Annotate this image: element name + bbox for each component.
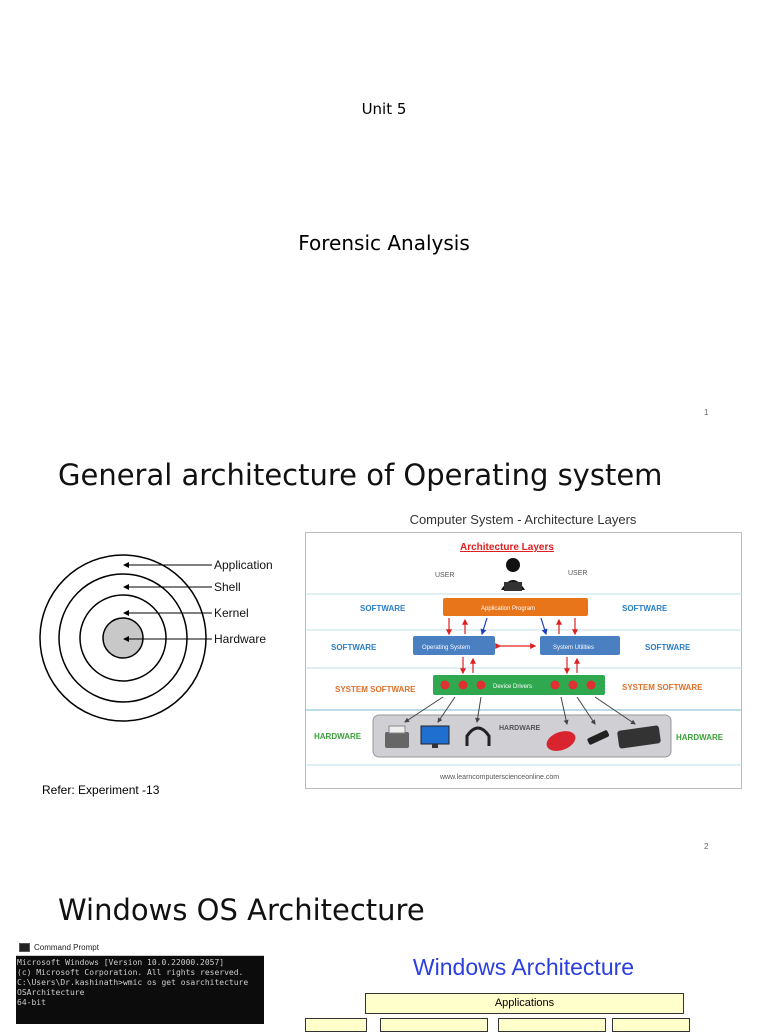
website-credit: www.learncomputerscienceonline.com [439,774,559,781]
cmd-line: C:\Users\Dr.kashinath>wmic os get osarch… [17,978,249,987]
hardware-core [102,617,144,659]
subsystem-box-2 [380,1018,488,1032]
application-program-box [443,598,588,616]
shell-ring [58,573,188,703]
subsystem-box-1 [305,1018,367,1032]
user-left: USER [435,572,454,579]
usb-drive-icon [587,730,610,745]
command-prompt-title: Command Prompt [34,943,99,952]
user-right: USER [568,570,587,577]
command-prompt-window: Command Prompt Microsoft Windows [Versio… [16,940,264,1024]
hardware-right: HARDWARE [676,733,724,742]
windows-architecture-title: Windows Architecture [412,954,635,980]
concentric-layers-diagram: Application Shell Kernel Hardware [39,554,273,722]
subsystem-box-4 [612,1018,690,1032]
cmd-line: OSArchitecture [17,988,85,997]
command-prompt-titlebar: Command Prompt [16,940,264,956]
operating-system-label: Operating System [422,645,470,651]
device-drivers-label: Device Drivers [493,684,532,690]
slide3-title: Windows OS Architecture [58,893,425,927]
mouse-icon [546,731,576,751]
software-right-1: SOFTWARE [622,604,668,613]
gear-icons [440,680,596,690]
arch-caption: Computer System - Architecture Layers [409,512,637,527]
page-number-1: 1 [704,408,709,417]
arch-heading: Architecture Layers [460,542,554,553]
page-number-2: 2 [704,842,709,851]
printer-icon [385,725,409,748]
subject-title: Forensic Analysis [298,231,470,255]
slide2-title: General architecture of Operating system [58,458,663,492]
software-left-1: SOFTWARE [360,604,406,613]
applications-box: Applications [365,993,684,1014]
operating-system-box [413,636,495,655]
label-shell: Shell [214,580,241,594]
keyboard-icon [617,725,661,749]
software-right-2: SOFTWARE [645,643,691,652]
system-software-right: SYSTEM SOFTWARE [622,683,703,692]
label-kernel: Kernel [214,606,249,620]
system-utilities-box [540,636,620,655]
unit-label: Unit 5 [361,100,407,118]
headphones-icon [465,726,491,746]
hardware-center: HARDWARE [499,725,541,732]
cmd-line: Microsoft Windows [Version 10.0.22000.20… [17,958,225,967]
cmd-line: (c) Microsoft Corporation. All rights re… [17,968,244,977]
refer-note: Refer: Experiment -13 [42,783,160,797]
kernel-ring [79,594,167,682]
application-ring [39,554,207,722]
user-icon [501,558,525,591]
subsystem-box-3 [498,1018,606,1032]
device-drivers-box [433,675,605,695]
label-hardware: Hardware [214,632,266,646]
cmd-line: 64-bit [17,998,46,1007]
terminal-icon [19,943,30,952]
label-application: Application [214,558,273,572]
system-software-left: SYSTEM SOFTWARE [335,685,416,694]
system-utilities-label: System Utilities [553,645,594,651]
monitor-icon [420,725,450,748]
hardware-left: HARDWARE [314,732,362,741]
software-left-2: SOFTWARE [331,643,377,652]
architecture-layers-diagram: Architecture Layers USER USER SOFTWARE S… [305,532,742,789]
application-program-label: Application Program [481,606,535,612]
